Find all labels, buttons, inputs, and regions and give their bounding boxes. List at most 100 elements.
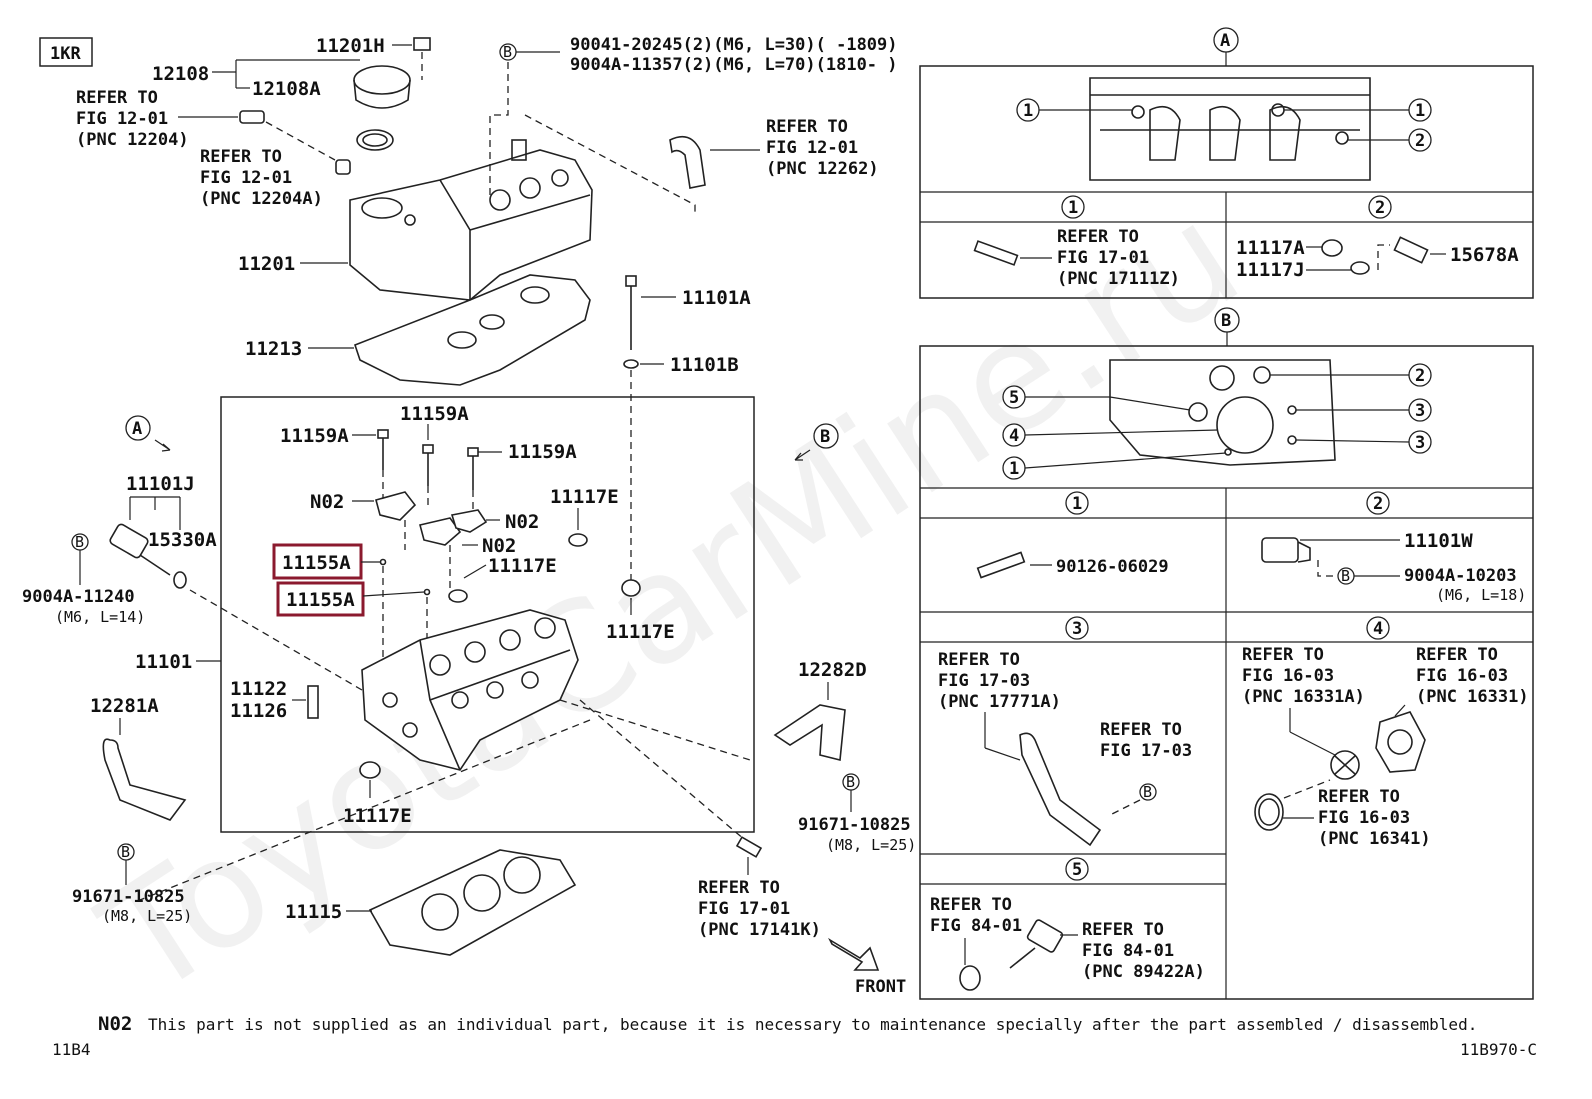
panel-b-sub3-callout — [1139, 783, 1157, 801]
stud-17111z — [973, 240, 1019, 266]
label-15330a[interactable]: 15330A — [148, 529, 217, 551]
label-12108[interactable]: 12108 — [152, 63, 209, 85]
label-11101a[interactable]: 11101A — [682, 287, 751, 309]
bolt-spec-line2: 9004A-11357(2)(M6, L=70)(1810- ) — [570, 55, 898, 75]
grommet-12204a — [335, 159, 351, 175]
svg-text:A: A — [132, 419, 142, 439]
panel-b-sub5-num — [1065, 857, 1089, 881]
label-11159a-3[interactable]: 11159A — [508, 441, 577, 463]
water-inlet-gasket — [1254, 793, 1284, 831]
spec-9004a-11240: (M6, L=14) — [55, 608, 145, 626]
label-11101w[interactable]: 11101W — [1404, 530, 1473, 552]
label-11117e-2[interactable]: 11117E — [488, 555, 557, 577]
panel-a-sub1-ref1: REFER TO — [1057, 227, 1139, 247]
panel-b-sub3-num — [1065, 616, 1089, 640]
cam-cap-bolts — [377, 429, 479, 510]
panel-b-sub3-refb2: FIG 17-03 — [1100, 741, 1192, 761]
refer-12262-line2: FIG 12-01 — [766, 138, 858, 158]
engine-code-box — [39, 37, 93, 67]
label-12281a[interactable]: 12281A — [90, 695, 159, 717]
svg-text:5: 5 — [1009, 388, 1019, 408]
svg-text:1: 1 — [1415, 101, 1425, 121]
label-11101j[interactable]: 11101J — [126, 473, 195, 495]
head-gasket — [368, 849, 577, 956]
label-9004a-11240[interactable]: 9004A-11240 — [22, 587, 135, 607]
refer-12204-line2: FIG 12-01 — [76, 109, 168, 129]
label-12282d[interactable]: 12282D — [798, 659, 867, 681]
label-9004a-10203[interactable]: 9004A-10203 — [1404, 566, 1517, 586]
front-arrow — [828, 937, 880, 971]
label-11213[interactable]: 11213 — [245, 338, 302, 360]
panel-b-sub4-refa2: FIG 16-03 — [1242, 666, 1334, 686]
panel-b-sub4-refb1: REFER TO — [1416, 645, 1498, 665]
label-11122[interactable]: 11122 — [230, 678, 287, 700]
label-11117e-3[interactable]: 11117E — [606, 621, 675, 643]
panel-b-sub4-refa3: (PNC 16331A) — [1242, 687, 1365, 707]
label-15678a[interactable]: 15678A — [1450, 244, 1519, 266]
page-ref-left: 11B4 — [52, 1040, 91, 1059]
spec-91671-left: (M8, L=25) — [102, 907, 192, 925]
svg-text:2: 2 — [1415, 366, 1425, 386]
panel-b-sub4-refc3: (PNC 16341) — [1318, 829, 1431, 849]
stud-90126 — [976, 551, 1026, 579]
washer-11101b — [623, 359, 664, 600]
label-11117j[interactable]: 11117J — [1236, 259, 1305, 281]
label-11201[interactable]: 11201 — [238, 253, 295, 275]
panel-b-sub5-refb3: (PNC 89422A) — [1082, 962, 1205, 982]
svg-text:B: B — [75, 533, 84, 551]
bolt-spec-line1: 90041-20245(2)(M6, L=30)( -1809) — [570, 35, 898, 55]
svg-text:1: 1 — [1009, 459, 1019, 479]
callout-a-main[interactable] — [125, 415, 151, 441]
callout-b-main[interactable] — [813, 423, 839, 449]
svg-text:5: 5 — [1072, 860, 1082, 880]
svg-text:B: B — [503, 43, 512, 61]
bolt-11201h — [413, 37, 431, 80]
refer-12204a-line2: FIG 12-01 — [200, 168, 292, 188]
refer-12204-line3: (PNC 12204) — [76, 130, 189, 150]
label-11155a-2[interactable]: 11155A — [286, 589, 355, 611]
panel-b-sub4-num — [1366, 616, 1390, 640]
label-n02-3[interactable]: N02 — [482, 535, 516, 557]
label-91671-left[interactable]: 91671-10825 — [72, 887, 185, 907]
panel-a-sub1-num — [1061, 195, 1085, 219]
label-11159a-1[interactable]: 11159A — [280, 425, 349, 447]
cylinder-head — [361, 609, 579, 771]
label-11159a-2[interactable]: 11159A — [400, 403, 469, 425]
speed-sensor — [1009, 919, 1064, 969]
svg-text:2: 2 — [1375, 198, 1385, 218]
label-90126-06029[interactable]: 90126-06029 — [1056, 557, 1169, 577]
label-91671-right[interactable]: 91671-10825 — [798, 815, 911, 835]
cam-bearing-caps — [375, 491, 500, 600]
cam-position-sensor — [1261, 537, 1311, 563]
sensor-15678a — [1393, 236, 1429, 264]
spec-91671-right: (M8, L=25) — [826, 836, 916, 854]
panel-a-head-view — [1089, 77, 1371, 181]
engine-hanger-front — [773, 704, 846, 762]
panel-b-sub1-num — [1065, 491, 1089, 515]
label-11155a-1[interactable]: 11155A — [282, 552, 351, 574]
refer-12204-line1: REFER TO — [76, 88, 158, 108]
panel-b-sub5-refa1: REFER TO — [930, 895, 1012, 915]
panel-a-sub1-ref2: FIG 17-01 — [1057, 248, 1149, 268]
label-n02-1[interactable]: N02 — [310, 491, 344, 513]
label-11117a[interactable]: 11117A — [1236, 237, 1305, 259]
label-11101b[interactable]: 11101B — [670, 354, 739, 376]
label-12108a[interactable]: 12108A — [252, 78, 321, 100]
footer-note: This part is not supplied as an individu… — [148, 1015, 1477, 1034]
svg-text:4: 4 — [1373, 619, 1383, 639]
label-11201h[interactable]: 11201H — [316, 35, 385, 57]
pcv-valve — [239, 110, 336, 161]
label-11115[interactable]: 11115 — [285, 901, 342, 923]
label-11126[interactable]: 11126 — [230, 700, 287, 722]
refer-17141k-line3: (PNC 17141K) — [698, 920, 821, 940]
label-11117e-1[interactable]: 11117E — [550, 486, 619, 508]
panel-b-sub5-refb2: FIG 84-01 — [1082, 941, 1174, 961]
label-11101[interactable]: 11101 — [135, 651, 192, 673]
label-n02-2[interactable]: N02 — [505, 511, 539, 533]
label-11117e-4[interactable]: 11117E — [343, 805, 412, 827]
svg-text:B: B — [1221, 311, 1231, 331]
svg-text:2: 2 — [1373, 494, 1383, 514]
svg-text:1: 1 — [1068, 198, 1078, 218]
plug-11117e-4 — [359, 761, 381, 798]
